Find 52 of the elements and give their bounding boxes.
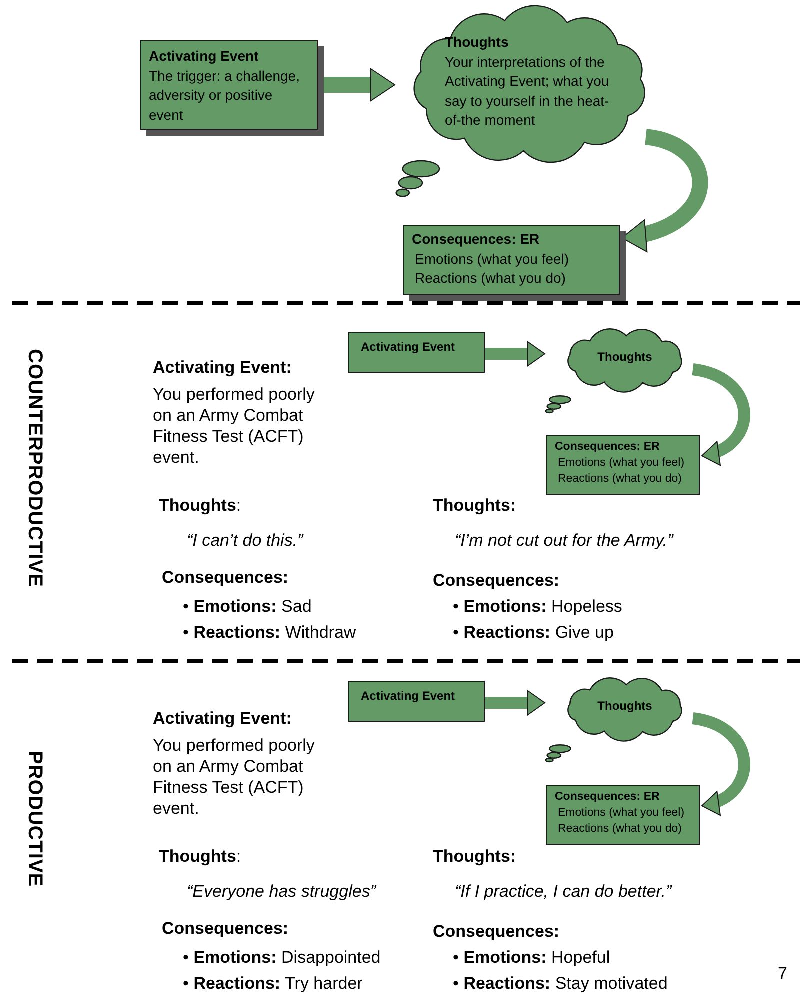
field-heading: Thoughts: (433, 846, 516, 867)
text-box (546, 785, 700, 845)
block-arrow (692, 364, 750, 464)
field-heading: Activating Event: (153, 357, 292, 378)
node-text: Reactions (what you do) (414, 269, 567, 288)
bullet-text: • Reactions: Try harder (183, 973, 363, 993)
field-heading: Consequences: (433, 570, 560, 591)
node-title: Thoughts (596, 348, 654, 366)
text-box (348, 681, 485, 722)
text-box (546, 435, 700, 495)
bullet-text: • Emotions: Sad (183, 596, 312, 617)
field-heading: Thoughts: (433, 495, 516, 516)
quote-text: “I’m not cut out for the Army.” (455, 530, 674, 551)
field-heading: Consequences: (162, 918, 289, 939)
field-heading: Thoughts: (159, 495, 242, 516)
block-arrow (485, 342, 546, 366)
page-number: 7 (778, 963, 788, 984)
node-text: The trigger: a challenge, adversity or positive event (149, 66, 301, 125)
node-title: Thoughts (596, 698, 654, 714)
quote-text: “Everyone has struggles” (187, 881, 376, 902)
node-title: Activating Event (361, 688, 456, 705)
node-text: Reactions (what you do) (557, 822, 684, 838)
field-heading: Consequences: (162, 567, 289, 588)
section-heading: PRODUCTIVE (24, 751, 45, 888)
block-arrow (485, 690, 546, 716)
node-text: Reactions (what you do) (557, 472, 684, 488)
quote-text: “If I practice, I can do better.” (455, 881, 672, 902)
description-text: You performed poorly on an Army Combat Fitness Test (ACFT) event. (153, 384, 316, 468)
node-title: Activating Event (149, 47, 260, 66)
node-title: Consequences: ER (412, 230, 541, 249)
node-title: Consequences: ER (555, 440, 661, 455)
bullet-text: • Reactions: Stay motivated (453, 973, 668, 993)
node-text: Emotions (what you feel) (414, 250, 570, 269)
section-heading: COUNTERPRODUCTIVE (24, 349, 45, 588)
field-heading: Activating Event: (153, 708, 292, 729)
field-heading: Thoughts: (159, 846, 242, 867)
field-heading: Consequences: (433, 921, 560, 942)
bullet-text: • Emotions: Disappointed (183, 947, 381, 968)
node-text: Emotions (what you feel) (557, 456, 686, 472)
node-title: Activating Event (361, 339, 456, 356)
bullet-text: • Reactions: Give up (453, 622, 614, 643)
node-title: Thoughts (445, 33, 510, 52)
bullet-text: • Emotions: Hopeless (453, 596, 622, 617)
node-title: Consequences: ER (555, 790, 661, 805)
block-arrow (692, 712, 750, 814)
quote-text: “I can’t do this.” (187, 530, 304, 551)
node-text: Emotions (what you feel) (557, 806, 686, 822)
bullet-text: • Reactions: Withdraw (183, 622, 356, 643)
description-text: You performed poorly on an Army Combat Fitness Test (ACFT) event. (153, 735, 316, 819)
bullet-text: • Emotions: Hopeful (453, 947, 610, 968)
text-box (348, 332, 485, 373)
node-text: Your interpretations of the Activating Event; what you say to yourself in the heat-of-the moment (445, 52, 610, 130)
